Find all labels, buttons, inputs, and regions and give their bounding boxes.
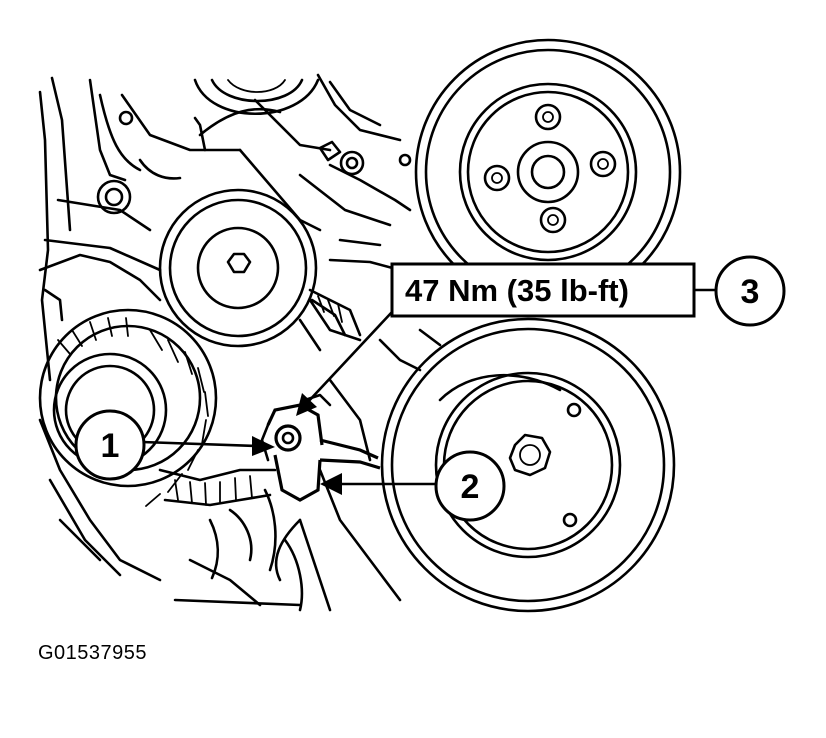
figure-id: G01537955 [38, 642, 148, 664]
callout-2: 2 [434, 450, 506, 522]
arrow-head-3 [296, 393, 317, 416]
callout-3: 3 [714, 255, 786, 327]
arrow-head-1 [252, 436, 275, 456]
bolt-heads [96, 110, 412, 215]
callout-1: 1 [74, 409, 146, 481]
torque-spec-box: 47 Nm (35 lb-ft) [390, 262, 696, 318]
callout-2-number: 2 [461, 468, 480, 506]
leader-lines [140, 288, 718, 495]
torque-spec-label: 47 Nm (35 lb-ft) [405, 273, 629, 308]
callout-1-number: 1 [101, 427, 120, 465]
alternator [38, 253, 277, 507]
crankshaft-pulley [380, 317, 676, 613]
engine-outline [38, 73, 442, 612]
arrow-head-2 [320, 473, 342, 495]
sensor-bracket [260, 393, 381, 582]
callout-3-number: 3 [741, 273, 760, 311]
tensioner-pulley [158, 188, 362, 348]
upper-pulley [193, 78, 320, 116]
